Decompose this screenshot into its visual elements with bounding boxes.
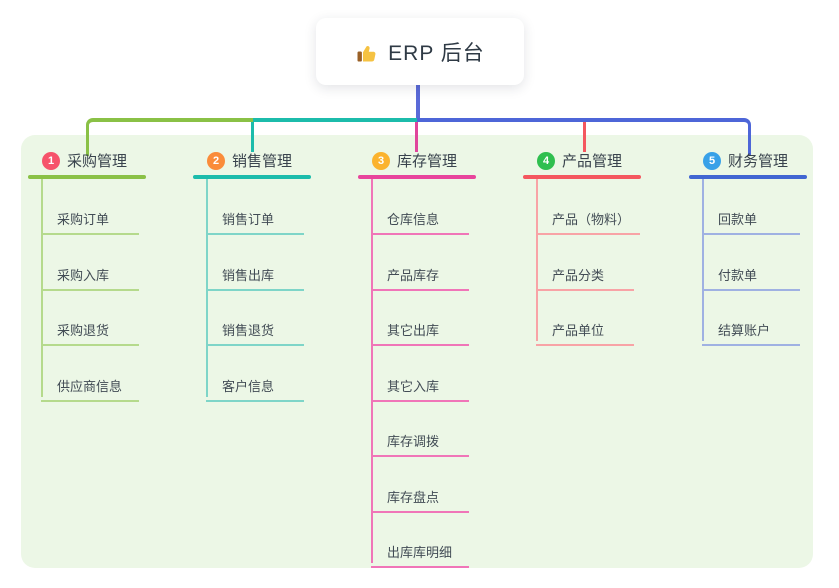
branch-spine [41,179,43,397]
mindmap-panel [21,135,813,568]
connector-branch5 [417,118,751,156]
branch-label[interactable]: 库存管理 [397,153,458,170]
child-node[interactable]: 销售退货 [206,310,304,346]
thumbs-up-icon [357,45,376,61]
child-node[interactable]: 产品分类 [536,255,634,291]
child-node[interactable]: 其它入库 [371,366,469,402]
branch-underline [523,175,641,179]
root-connector-line [416,85,420,120]
branch-number-badge: 5 [703,152,721,170]
connector-branch2 [251,122,254,152]
root-title: ERP 后台 [388,41,485,65]
child-node[interactable]: 销售订单 [206,199,304,235]
child-node[interactable]: 其它出库 [371,310,469,346]
branch-number-badge: 3 [372,152,390,170]
branch-label[interactable]: 销售管理 [232,153,293,170]
branch-spine [371,179,373,563]
branch-label[interactable]: 财务管理 [728,153,789,170]
child-node[interactable]: 出库库明细 [371,532,469,568]
branch-number-badge: 4 [537,152,555,170]
branch-underline [193,175,311,179]
connector-branch3 [415,122,418,152]
child-node[interactable]: 采购退货 [41,310,139,346]
root-node-erp[interactable]: ERP 后台 [316,18,524,85]
branch-number-badge: 1 [42,152,60,170]
connector-segment-teal [253,118,417,122]
child-node[interactable]: 采购入库 [41,255,139,291]
child-node[interactable]: 供应商信息 [41,366,139,402]
branch-label[interactable]: 产品管理 [562,153,623,170]
child-node[interactable]: 产品（物料） [536,199,641,235]
child-node[interactable]: 客户信息 [206,366,304,402]
connector-branch4 [583,122,586,152]
branch-spine [206,179,208,397]
branch-spine [536,179,538,341]
child-node[interactable]: 库存盘点 [371,477,469,513]
branch-underline [689,175,807,179]
child-node[interactable]: 产品库存 [371,255,469,291]
connector-branch1 [86,118,253,156]
child-node[interactable]: 库存调拨 [371,421,469,457]
child-node[interactable]: 仓库信息 [371,199,469,235]
child-node[interactable]: 回款单 [702,199,800,235]
branch-underline [28,175,146,179]
branch-label[interactable]: 采购管理 [67,153,128,170]
child-node[interactable]: 采购订单 [41,199,139,235]
child-node[interactable]: 结算账户 [702,310,800,346]
child-node[interactable]: 付款单 [702,255,800,291]
child-node[interactable]: 产品单位 [536,310,634,346]
child-node[interactable]: 销售出库 [206,255,304,291]
branch-underline [358,175,476,179]
branch-number-badge: 2 [207,152,225,170]
branch-spine [702,179,704,341]
